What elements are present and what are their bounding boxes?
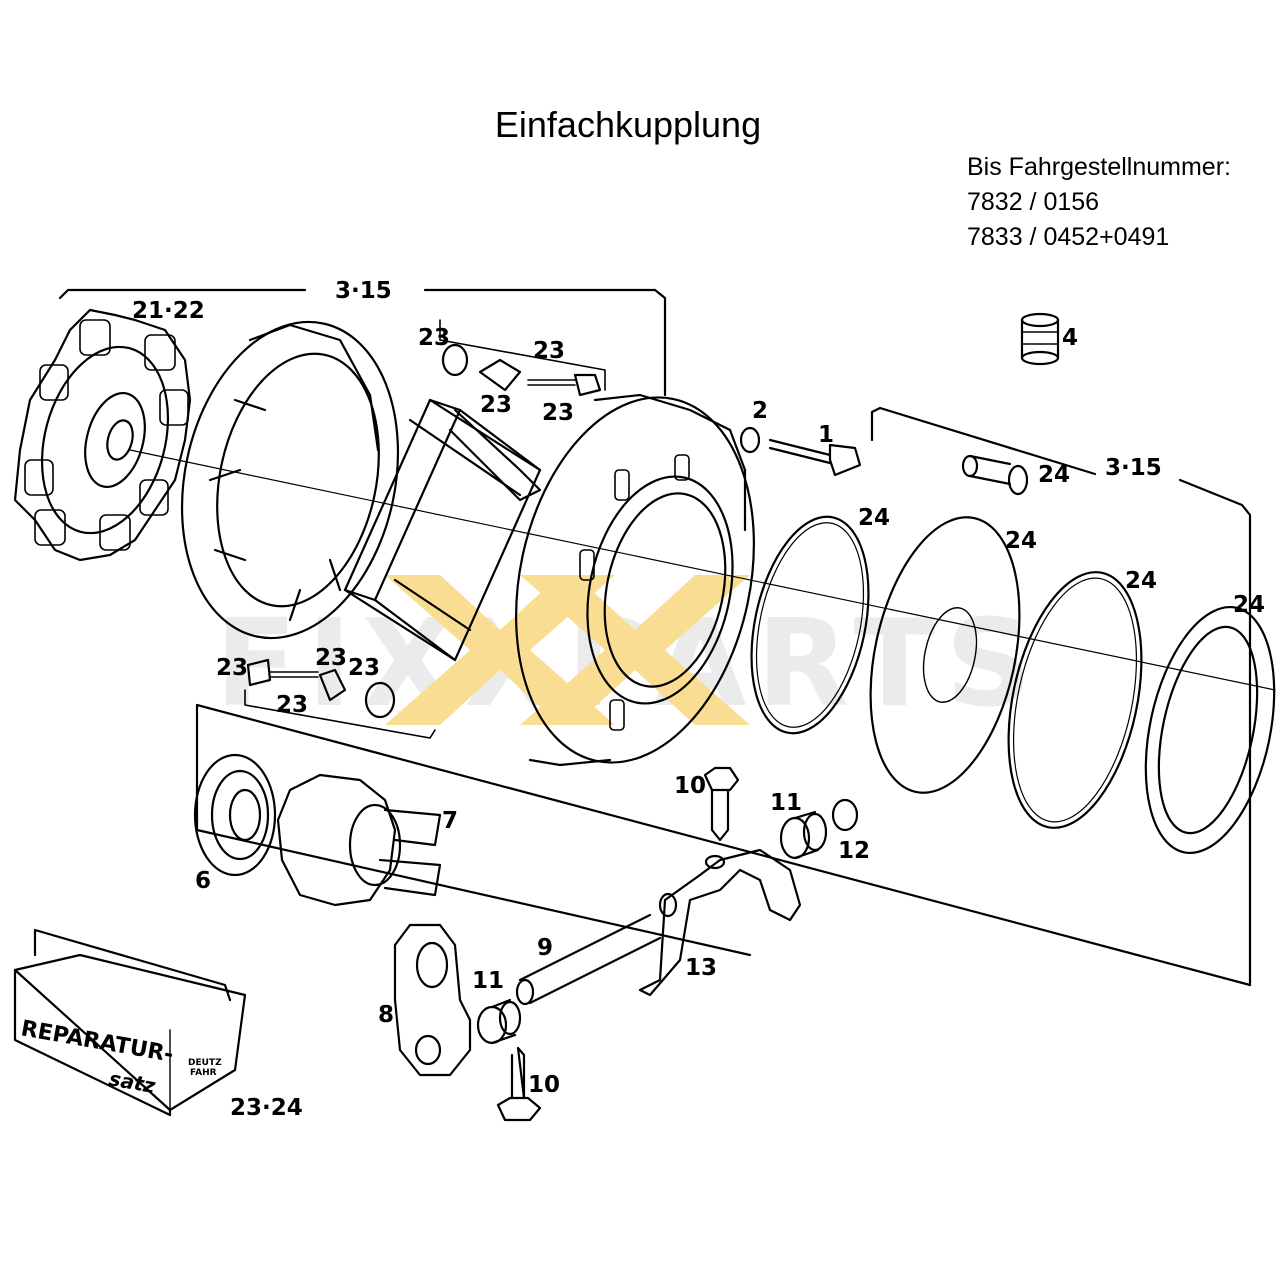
serial-line-1: 7832 / 0156 [967,188,1100,216]
clutch-axis [129,449,1276,691]
callout-23-h: 23 [276,692,308,718]
bearing-carrier [276,773,442,907]
callout-10-bottom: 10 [528,1072,560,1098]
clutch-disc [13,308,192,562]
callout-23-d: 23 [542,400,574,426]
oring-24a-inner [755,522,865,728]
repair-kit-brand-2: FAHR [190,1068,217,1078]
callout-23-g: 23 [348,655,380,681]
callout-23-24: 23·24 [230,1095,303,1121]
bolt-10-bottom [496,1046,542,1122]
bushing-11-left [476,998,522,1045]
callout-24-a: 24 [1038,462,1070,488]
callout-11-left: 11 [472,968,504,994]
diaphragm-spring [869,516,1021,794]
washer-2 [739,426,761,454]
release-lever-frame [343,398,542,662]
callout-24-b: 24 [858,505,890,531]
serial-number-note: Bis Fahrgestellnummer: 7832 / 0156 7833 … [967,150,1231,255]
repair-kit-brand-1: DEUTZ [188,1058,222,1068]
lever-plate [393,923,472,1077]
callout-23-b: 23 [533,338,565,364]
callout-13: 13 [685,955,717,981]
pin-24 [961,454,1029,496]
release-bearing [193,753,277,877]
watermark: FIXXPARTS [215,575,1032,734]
repair-kit-box [13,928,247,1117]
bolt-10-top [703,766,740,842]
callout-9: 9 [537,935,553,961]
shaft-9 [515,913,662,1006]
watermark-x-right [520,575,750,725]
callout-12: 12 [838,838,870,864]
callout-23-a: 23 [418,325,450,351]
callout-24-e: 24 [1233,592,1265,618]
repair-kit-satz: satz [107,1066,157,1098]
callout-labels: 3·15 3·15 21·22 23·24 1 2 4 6 7 8 9 10 1… [132,278,1265,1121]
gasket-ring [1144,605,1276,855]
serial-line-2: 7833 / 0452+0491 [967,223,1170,251]
callout-23-e: 23 [216,655,248,681]
parts-23-top [439,319,606,397]
callout-4: 4 [1062,325,1078,351]
release-fork [638,848,802,997]
oring-24a [750,515,870,735]
serial-heading: Bis Fahrgestellnummer: [967,153,1231,181]
callout-2: 2 [752,398,768,424]
pressure-plate [180,320,400,640]
callout-3-15-right: 3·15 [1105,455,1162,481]
callout-23-c: 23 [480,392,512,418]
callout-21-22: 21·22 [132,298,205,324]
callout-11-right: 11 [770,790,802,816]
callout-6: 6 [195,868,211,894]
callout-23-f: 23 [315,645,347,671]
release-bracket [195,703,1252,987]
repair-kit-label: REPARATUR- [19,1016,175,1067]
callout-10-top: 10 [674,773,706,799]
callout-24-d: 24 [1125,568,1157,594]
diagram-title: Einfachkupplung [494,104,762,145]
bolt-1 [768,438,862,477]
parts-23-bottom [244,658,436,739]
group-bracket-top [58,288,667,397]
clutch-cover [515,393,755,767]
part-4 [1020,312,1060,366]
callout-8: 8 [378,1002,394,1028]
callout-1: 1 [818,422,834,448]
oring-24b-inner [1012,577,1138,823]
callout-7: 7 [442,808,458,834]
callout-3-15-top: 3·15 [335,278,392,304]
bushing-11-right [779,810,828,860]
cap-12 [831,798,859,832]
oring-24b [1007,571,1143,829]
callout-24-c: 24 [1005,528,1037,554]
